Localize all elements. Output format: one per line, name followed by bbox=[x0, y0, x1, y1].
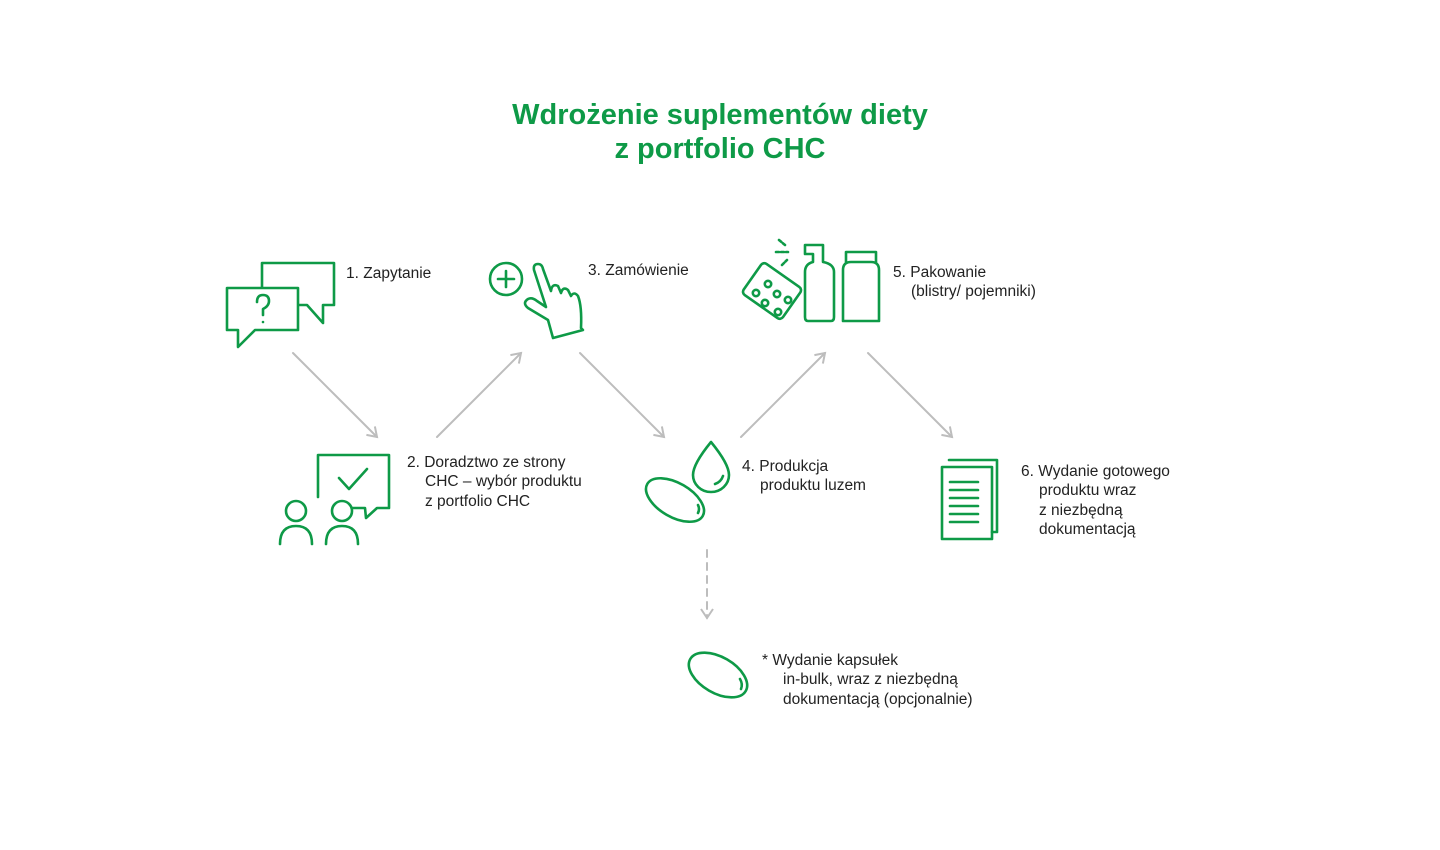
step-3-line: 3. Zamówienie bbox=[588, 262, 689, 279]
optional-label: * Wydanie kapsułek in-bulk, wraz z niezb… bbox=[762, 651, 973, 709]
step-4-label: 4. Produkcja produktu luzem bbox=[742, 457, 866, 496]
arrow-5-to-6 bbox=[867, 352, 954, 439]
capsule-icon bbox=[687, 651, 749, 699]
arrow-4-to-5 bbox=[740, 351, 827, 438]
page-title: Wdrożenie suplementów diety z portfolio … bbox=[0, 98, 1440, 166]
step-1-label: 1. Zapytanie bbox=[346, 264, 431, 283]
hand-plus-icon bbox=[488, 261, 585, 340]
packaging-icon bbox=[741, 238, 881, 323]
optional-line: in-bulk, wraz z niezbędną bbox=[783, 671, 958, 689]
arrow-1-to-2 bbox=[292, 352, 379, 439]
step-3-label: 3. Zamówienie bbox=[588, 261, 689, 280]
step-5-line: (blistry/ pojemniki) bbox=[911, 283, 1036, 301]
step-1-line: 1. Zapytanie bbox=[346, 265, 432, 282]
optional-line: * Wydanie kapsułek bbox=[762, 652, 898, 669]
step-2-line: CHC – wybór produktu bbox=[425, 473, 582, 491]
documents-icon bbox=[940, 458, 999, 541]
step-6-line: z niezbędną bbox=[1039, 501, 1123, 519]
chat-question-icon bbox=[225, 261, 336, 349]
step-2-line: 2. Doradztwo ze strony bbox=[407, 454, 566, 471]
step-6-line: dokumentacją bbox=[1039, 520, 1136, 538]
drop-capsule-icon bbox=[644, 440, 731, 524]
step-6-line: produktu wraz bbox=[1039, 482, 1137, 500]
optional-line: dokumentacją (opcjonalnie) bbox=[783, 690, 973, 708]
title-line-1: Wdrożenie suplementów diety bbox=[512, 99, 928, 131]
consultation-icon bbox=[278, 453, 391, 546]
step-4-line: 4. Produkcja bbox=[742, 458, 829, 475]
step-6-line: 6. Wydanie gotowego bbox=[1021, 463, 1170, 480]
title-line-2: z portfolio CHC bbox=[614, 133, 826, 165]
step-4-line: produktu luzem bbox=[760, 477, 866, 495]
step-2-label: 2. Doradztwo ze strony CHC – wybór produ… bbox=[407, 453, 582, 511]
step-5-label: 5. Pakowanie (blistry/ pojemniki) bbox=[893, 263, 1036, 302]
step-5-line: 5. Pakowanie bbox=[893, 264, 987, 281]
arrow-3-to-4 bbox=[579, 352, 666, 439]
step-2-line: z portfolio CHC bbox=[425, 492, 531, 510]
step-6-label: 6. Wydanie gotowego produktu wraz z niez… bbox=[1021, 462, 1170, 539]
arrow-2-to-3 bbox=[436, 351, 523, 438]
